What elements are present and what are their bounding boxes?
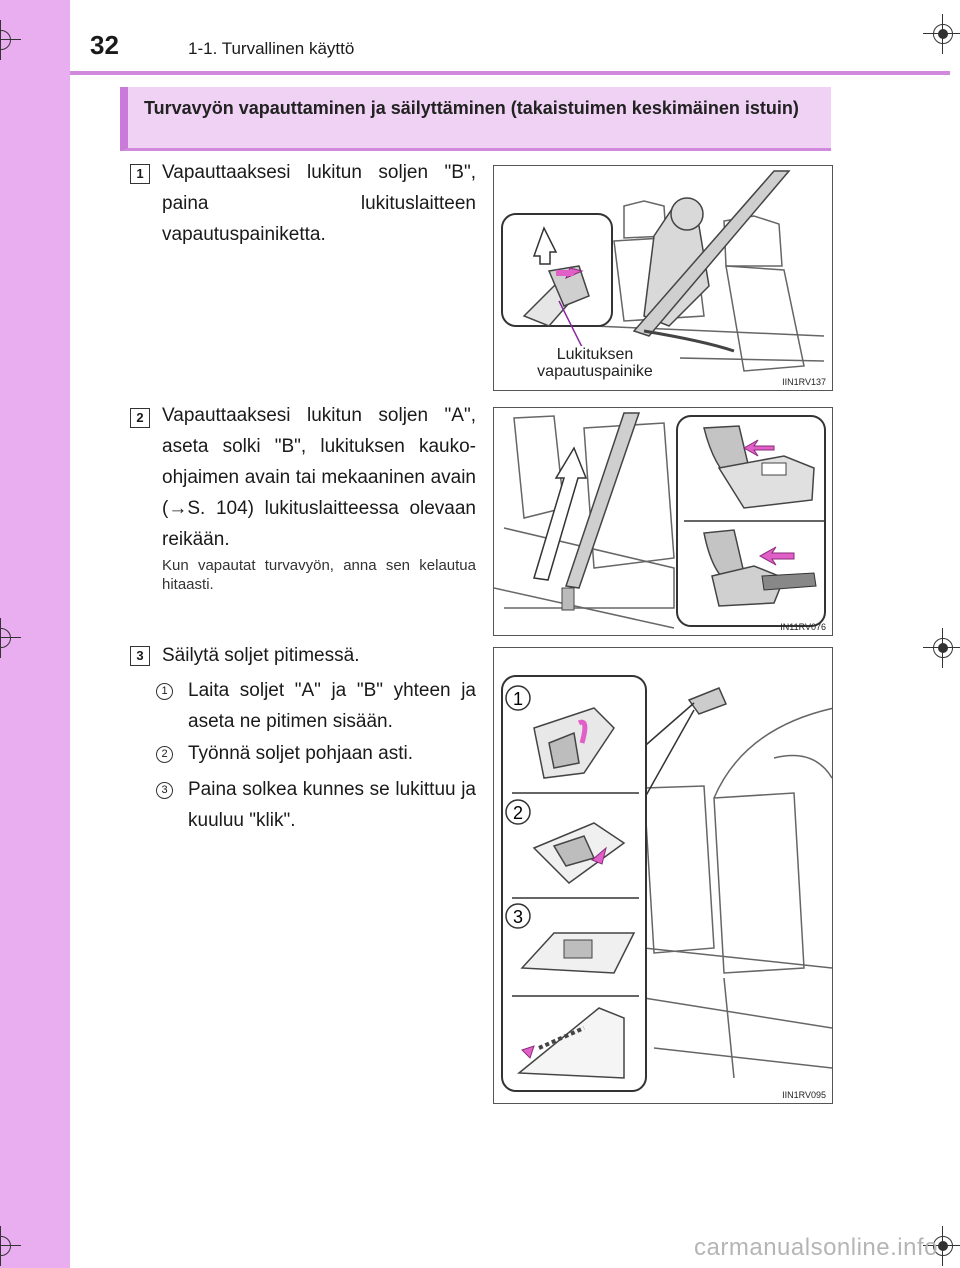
step-number-box: 2: [130, 408, 150, 428]
substep-2-text: Työnnä soljet pohjaan asti.: [188, 743, 413, 764]
registration-mark-icon: [923, 628, 960, 668]
callout-line-1: Lukituksen: [556, 346, 634, 363]
chapter-title: 1-1. Turvallinen käyttö: [188, 39, 355, 58]
panel-label: 1: [513, 689, 523, 709]
callout-line-2: vapautuspainike: [537, 363, 653, 380]
watermark: carmanualsonline.info: [694, 1234, 938, 1261]
step-number-box: 3: [130, 646, 150, 666]
step-1-text: Vapauttaaksesi lukitun soljen "B", paina…: [162, 162, 476, 245]
substep-number-circle: 1: [156, 683, 173, 700]
figure-code: IN11RV076: [780, 622, 826, 632]
page-number: 32: [90, 30, 119, 60]
substep-3-text: Paina solkea kunnes se lukittuu ja kuulu…: [188, 779, 476, 831]
figure-release-button: Lukituksen vapautuspainike IIN1RV137: [493, 165, 833, 391]
figure-code: IIN1RV095: [782, 1090, 826, 1100]
section-heading: Turvavyön vapauttaminen ja säilyttäminen…: [120, 87, 831, 151]
side-tab: [0, 0, 70, 1268]
step-3-text: Säilytä soljet pitimessä.: [162, 645, 360, 666]
panel-label: 3: [513, 907, 523, 927]
registration-mark-icon: [923, 1226, 960, 1266]
seat-belt-release-illustration: [501, 170, 825, 372]
figure-code: IIN1RV137: [782, 377, 826, 387]
registration-mark-icon: [0, 1226, 21, 1266]
registration-mark-icon: [0, 20, 21, 60]
release-button-callout: Lukituksen vapautuspainike: [510, 346, 680, 380]
substep-1-text: Laita soljet "A" ja "B" yhteen ja aseta …: [188, 680, 476, 732]
figure-buckle-holder: 1 2 3 IIN1RV095: [493, 647, 833, 1104]
substep-number-circle: 3: [156, 782, 173, 799]
header-rule: [70, 71, 950, 75]
substep-number-circle: 2: [156, 746, 173, 763]
buckle-release-illustration: [494, 412, 826, 629]
step-2-note: Kun vapautat turvavyön, anna sen kelautu…: [162, 557, 476, 593]
figure-buckle-release: IN11RV076: [493, 407, 833, 636]
registration-mark-icon: [923, 14, 960, 54]
step-2-text: Vapauttaaksesi lukitun soljen "A", aseta…: [162, 405, 476, 550]
panel-label: 2: [513, 803, 523, 823]
step-number-box: 1: [130, 164, 150, 184]
registration-mark-icon: [0, 618, 21, 658]
buckle-holder-illustration: 1 2 3: [501, 675, 832, 1092]
